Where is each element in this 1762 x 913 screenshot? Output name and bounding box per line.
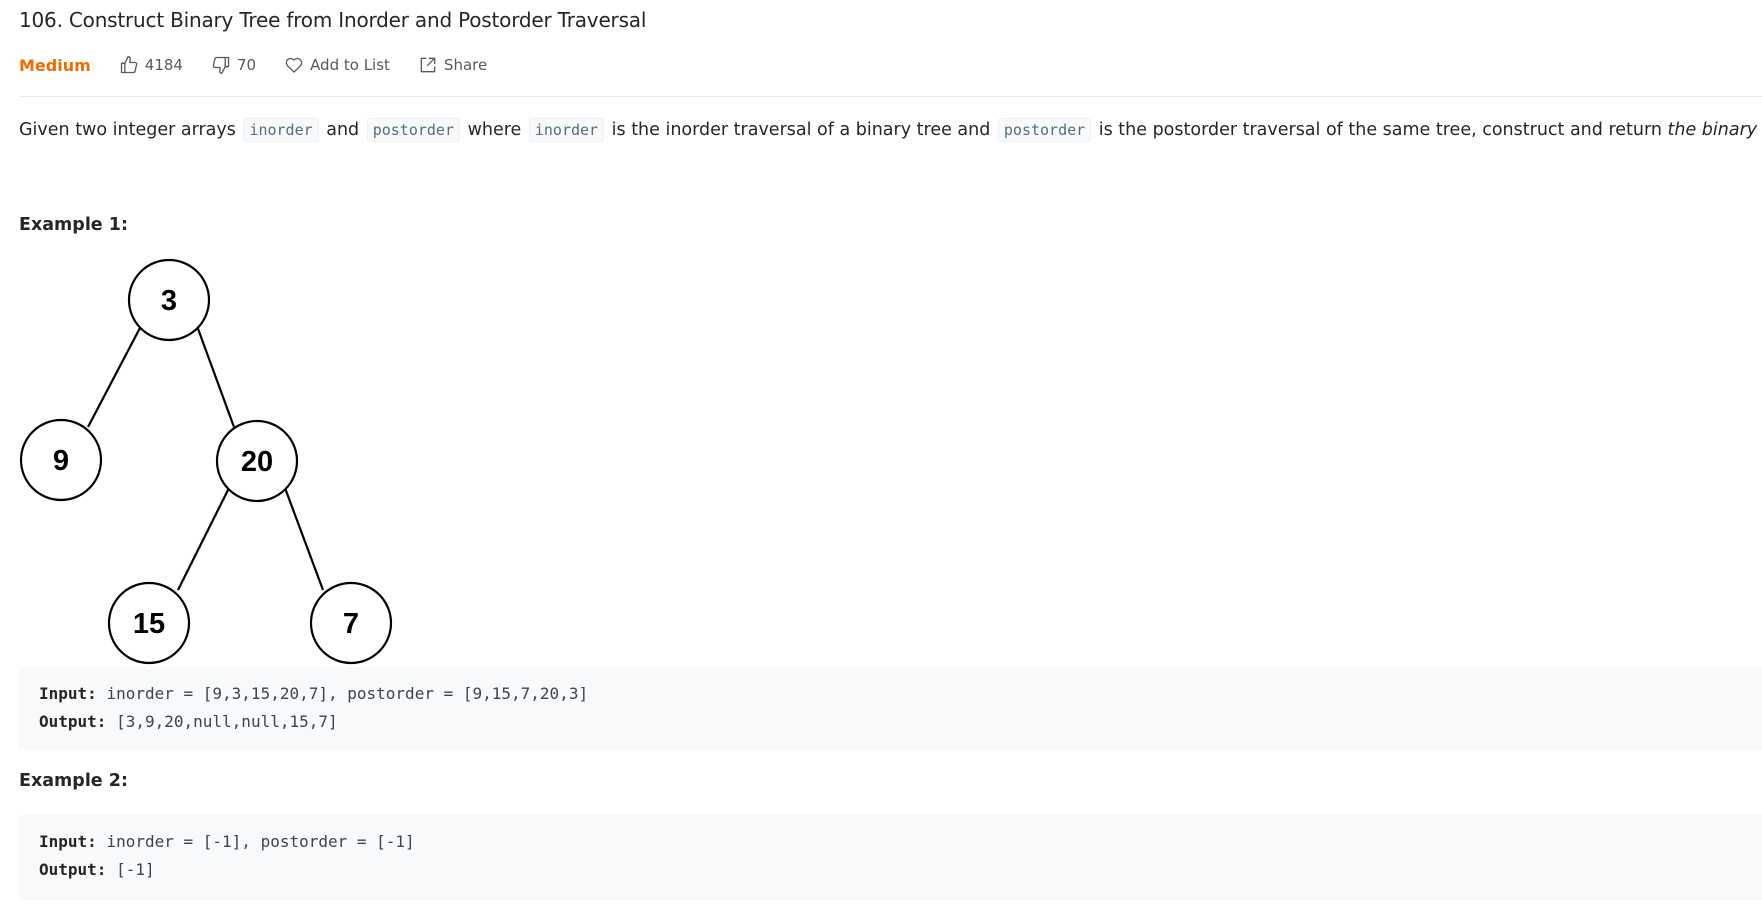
tree-node-label: 20	[241, 446, 273, 478]
tree-node-label: 15	[133, 608, 165, 640]
share-label: Share	[443, 56, 488, 74]
description-text: where	[462, 120, 527, 140]
example-1-heading: Example 1:	[19, 215, 128, 235]
example-2-code-block: Input: inorder = [-1], postorder = [-1]O…	[19, 815, 1762, 900]
description-text: Given two integer arrays	[19, 120, 242, 140]
output-value: [3,9,20,null,null,15,7]	[116, 712, 338, 731]
difficulty-badge: Medium	[19, 55, 91, 75]
add-to-list-button[interactable]: Add to List	[284, 55, 390, 75]
description-text: is the postorder traversal of the same t…	[1093, 120, 1668, 140]
tree-node	[215, 419, 299, 503]
like-button[interactable]: 4184	[119, 55, 183, 75]
input-value: inorder = [9,3,15,20,7], postorder = [9,…	[106, 684, 589, 703]
like-count: 4184	[144, 56, 183, 74]
inline-code: inorder	[243, 118, 319, 142]
example-output-line: Output: [-1]	[39, 856, 1742, 884]
heart-icon	[284, 55, 304, 75]
tree-edge	[283, 487, 325, 591]
dislike-count: 70	[236, 56, 257, 74]
inline-code: postorder	[997, 118, 1092, 142]
output-value: [-1]	[116, 860, 155, 879]
input-label: Input:	[39, 684, 97, 703]
tree-edge	[195, 325, 236, 428]
example-2-heading: Example 2:	[19, 771, 128, 791]
thumbs-down-icon	[211, 55, 231, 75]
example-1-code-block: Input: inorder = [9,3,15,20,7], postorde…	[19, 667, 1762, 750]
inline-code: inorder	[528, 118, 605, 142]
tree-node-label: 7	[343, 608, 359, 640]
add-to-list-label: Add to List	[310, 56, 390, 74]
description-text: and	[320, 120, 365, 140]
description-text: is the inorder traversal of a binary tre…	[606, 120, 996, 140]
inline-code: postorder	[366, 118, 460, 142]
tree-node	[309, 581, 393, 665]
tree-node	[127, 258, 211, 342]
tree-node	[19, 418, 103, 502]
problem-title: 106. Construct Binary Tree from Inorder …	[19, 8, 647, 32]
example-input-line: Input: inorder = [9,3,15,20,7], postorde…	[39, 680, 1742, 708]
description-emphasis: the binary tree	[1667, 120, 1762, 140]
tree-node-label: 9	[53, 445, 69, 477]
output-label: Output:	[39, 712, 107, 731]
example-1-tree-diagram: 3 9 20 15 7	[19, 258, 393, 665]
tree-edge	[177, 487, 230, 591]
problem-meta-bar: Medium 4184 70 Add to List	[19, 52, 515, 78]
tree-node-label: 3	[161, 285, 177, 317]
share-button[interactable]: Share	[418, 55, 487, 75]
input-value: inorder = [-1], postorder = [-1]	[106, 832, 415, 851]
header-divider	[19, 96, 1762, 97]
thumbs-up-icon	[119, 55, 139, 75]
share-icon	[418, 55, 438, 75]
problem-description: Given two integer arrays inorder and pos…	[19, 116, 1762, 144]
tree-edge	[87, 325, 142, 428]
output-label: Output:	[39, 860, 107, 879]
input-label: Input:	[39, 832, 97, 851]
example-input-line: Input: inorder = [-1], postorder = [-1]	[39, 828, 1742, 856]
tree-node	[107, 581, 191, 665]
example-output-line: Output: [3,9,20,null,null,15,7]	[39, 708, 1742, 736]
dislike-button[interactable]: 70	[211, 55, 256, 75]
